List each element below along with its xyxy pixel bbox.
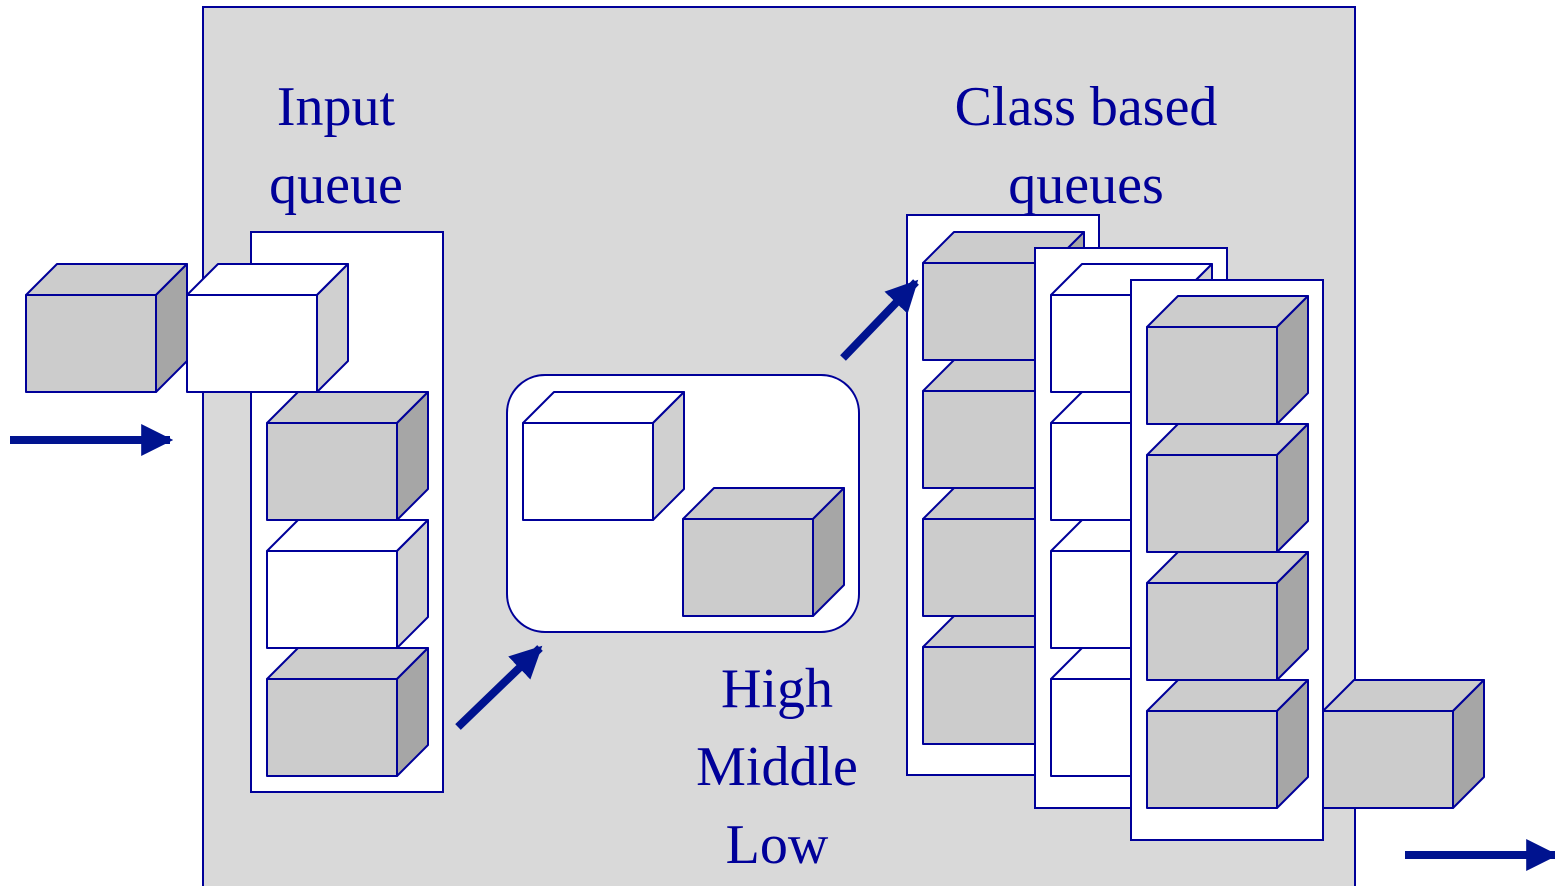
priority-low: Low <box>725 814 829 876</box>
class-queues-label: Class based queues <box>936 68 1236 224</box>
outgoing-packet-1 <box>1322 679 1485 809</box>
classifier-packet-1 <box>522 391 685 521</box>
priority-high: High <box>721 658 833 720</box>
incoming-packet-1 <box>25 263 188 393</box>
class-queue-front-packet-1 <box>1146 295 1309 425</box>
input-queue-packet-1 <box>266 391 429 521</box>
input-queue-label-line1: Input <box>276 76 396 138</box>
input-queue-label-line2: queue <box>269 154 403 216</box>
priority-levels-label: High Middle Low <box>677 650 877 884</box>
input-queue-packet-2 <box>266 519 429 649</box>
incoming-packet-2 <box>186 263 349 393</box>
input-queue-packet-3 <box>266 647 429 777</box>
class-queues-label-line1: Class based <box>954 76 1218 138</box>
to-class-queues-arrow <box>840 279 919 361</box>
class-queues-label-line2: queues <box>1008 154 1164 216</box>
class-queue-front-packet-4 <box>1146 679 1309 809</box>
priority-middle: Middle <box>696 736 858 798</box>
class-queue-front-packet-3 <box>1146 551 1309 681</box>
class-queue-front-packet-2 <box>1146 423 1309 553</box>
input-queue-label: Input queue <box>236 68 436 224</box>
to-classifier-arrow <box>455 645 543 730</box>
classifier-packet-2 <box>682 487 845 617</box>
